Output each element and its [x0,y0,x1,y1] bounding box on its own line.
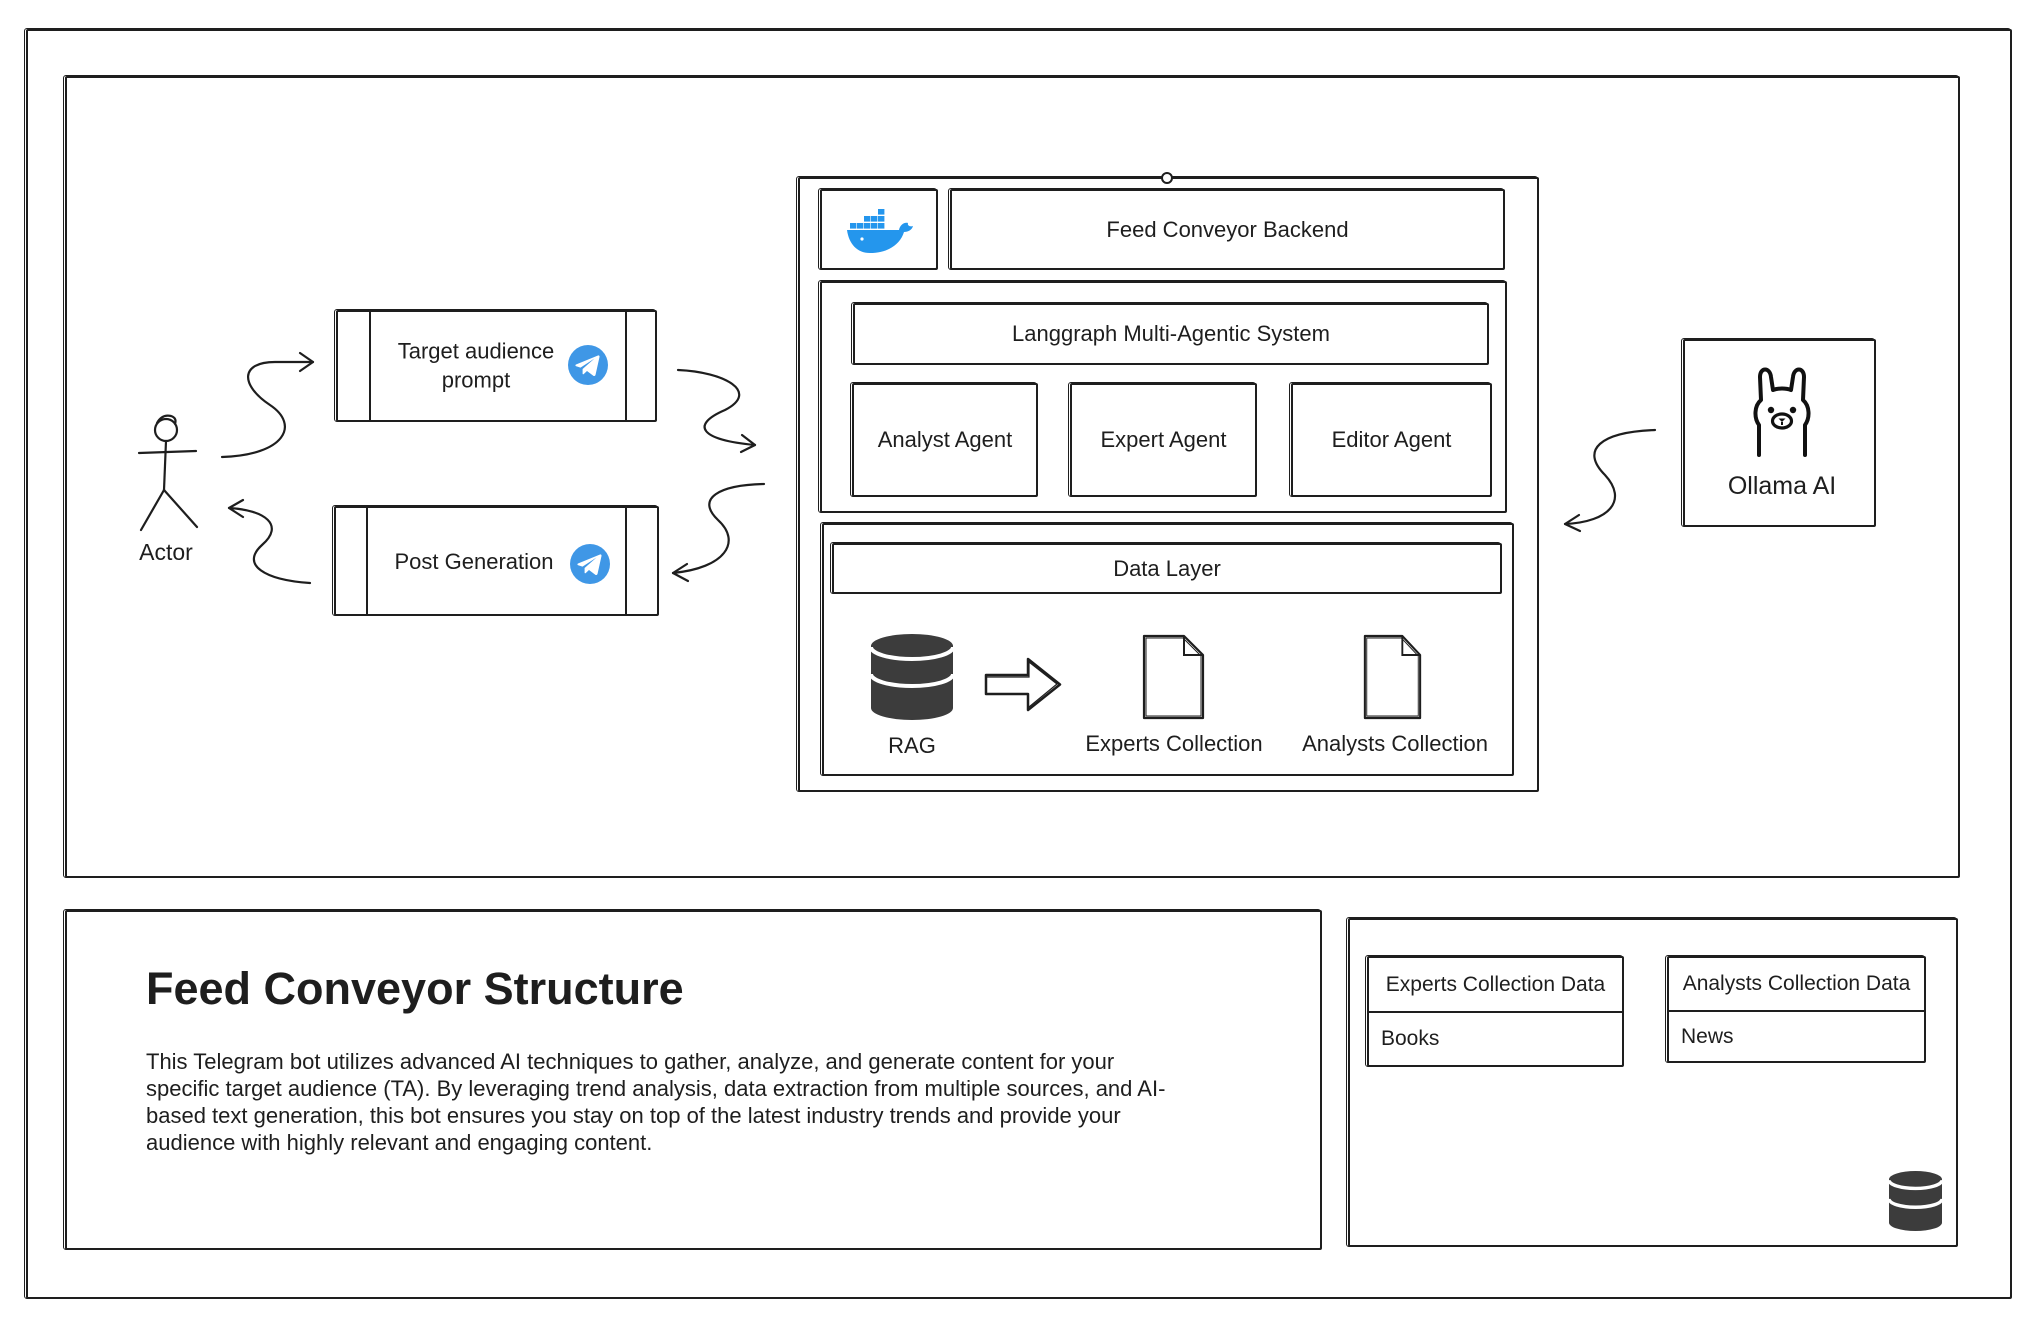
data-layer-title-box: Data Layer [830,542,1502,594]
document-icon [1363,634,1422,720]
description-text: This Telegram bot utilizes advanced AI t… [146,1048,1165,1156]
rag-label: RAG [888,732,936,758]
ollama-label: Ollama AI [1727,472,1837,500]
agent-label: Expert Agent [1100,427,1227,452]
box-divider [625,506,627,616]
agent-system-title-box: Langgraph Multi-Agentic System [851,302,1489,365]
description-line: specific target audience (TA). By levera… [146,1076,1166,1101]
data-layer-title: Data Layer [1113,555,1221,581]
expert-agent-box: Expert Agent [1068,382,1257,497]
table-row: Books [1381,1027,1440,1050]
storage-panel: Experts Collection Data Books Analysts C… [1346,917,1958,1247]
docker-box [818,188,938,270]
backend-title-box: Feed Conveyor Backend [948,188,1505,270]
box-divider [366,506,368,616]
docker-whale-icon [847,209,913,253]
analysts-collection-label: Analysts Collection [1302,730,1488,756]
experts-collection-label: Experts Collection [1085,730,1263,756]
description-line: audience with highly relevant and engagi… [146,1130,653,1155]
agent-label: Analyst Agent [877,427,1013,452]
description-line: based text generation, this bot ensures … [146,1103,1121,1128]
agent-label: Editor Agent [1331,427,1452,452]
table-header: Analysts Collection Data [1669,958,1924,1012]
description-panel: Feed Conveyor Structure This Telegram bo… [63,909,1322,1250]
analysts-collection-table: Analysts Collection Data News [1665,955,1926,1063]
editor-agent-box: Editor Agent [1289,382,1492,497]
backend-title: Feed Conveyor Backend [1106,216,1349,242]
telegram-icon [568,345,608,385]
description-title: Feed Conveyor Structure [146,963,684,1014]
target-audience-prompt-box: Target audience prompt [334,309,657,422]
actor-label: Actor [139,539,193,566]
post-generation-box: Post Generation [332,505,659,616]
telegram-icon [570,544,610,584]
post-label: Post Generation [394,548,554,574]
table-row: News [1681,1024,1734,1048]
box-divider [369,310,371,422]
analyst-agent-box: Analyst Agent [850,382,1038,497]
prompt-label: Target audience prompt [397,338,555,392]
ollama-box: Ollama AI [1681,338,1876,527]
database-icon [869,634,955,720]
arrow-right-icon [984,657,1062,712]
table-header: Experts Collection Data [1369,958,1622,1013]
document-icon [1142,634,1205,720]
agent-system-title: Langgraph Multi-Agentic System [1012,321,1330,346]
experts-collection-table: Experts Collection Data Books [1365,955,1624,1067]
description-line: This Telegram bot utilizes advanced AI t… [146,1049,1115,1074]
database-icon [1887,1171,1944,1231]
box-divider [625,310,627,422]
llama-icon [1753,367,1811,457]
